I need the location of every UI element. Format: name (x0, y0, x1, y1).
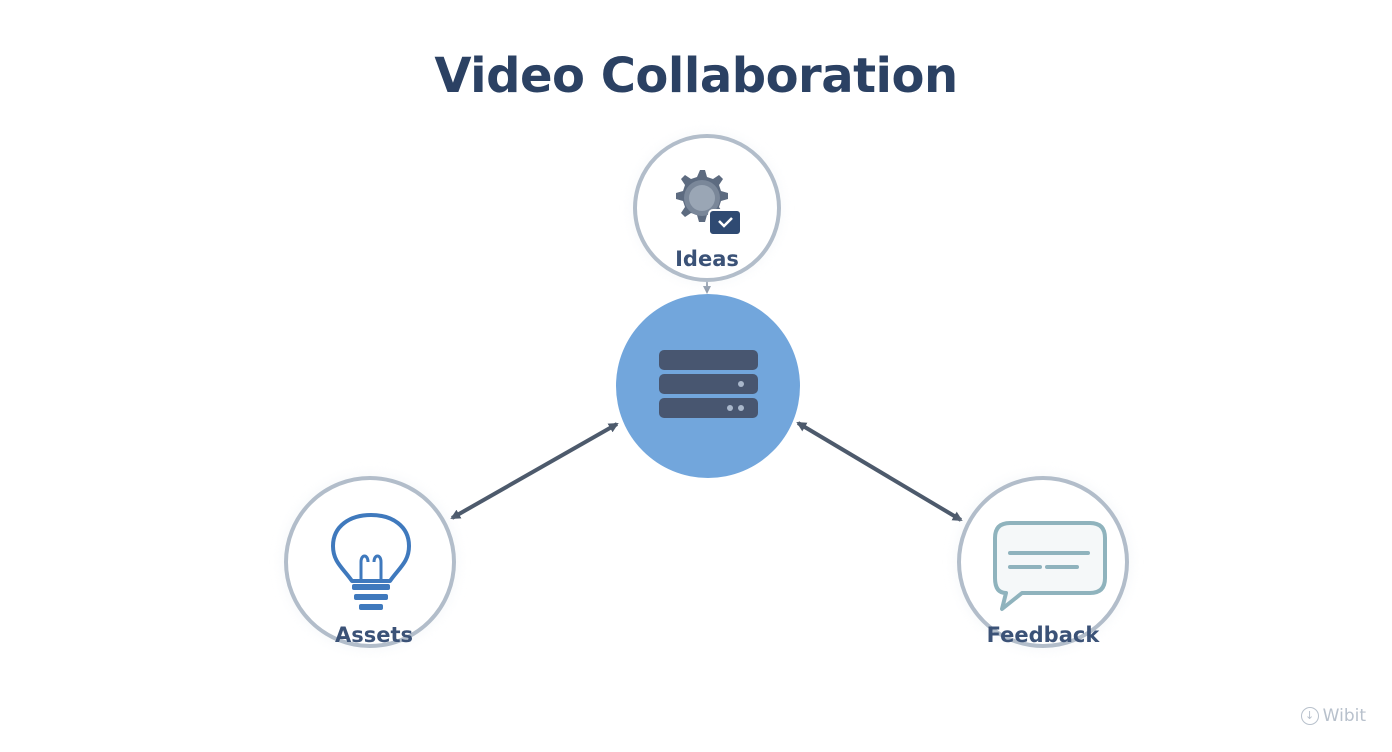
watermark-text: Wibit (1322, 706, 1366, 726)
assets-label: Assets (335, 623, 413, 647)
watermark: ↓ Wibit (1300, 706, 1366, 726)
feedback-node[interactable]: Feedback (956, 475, 1130, 649)
gear-check-icon (676, 170, 742, 236)
ideas-label: Ideas (675, 247, 739, 271)
chat-bubble-icon (993, 521, 1107, 611)
hub-node[interactable] (616, 294, 800, 478)
feedback-hub-arrow (796, 421, 963, 522)
page-title: Video Collaboration (434, 48, 958, 104)
server-icon (659, 350, 758, 418)
assets-hub-arrow (450, 422, 619, 520)
assets-node[interactable]: Assets (283, 475, 457, 649)
download-icon: ↓ (1300, 707, 1319, 725)
feedback-label: Feedback (987, 623, 1101, 647)
lightbulb-icon (331, 513, 411, 610)
ideas-node[interactable]: Ideas (633, 134, 781, 282)
